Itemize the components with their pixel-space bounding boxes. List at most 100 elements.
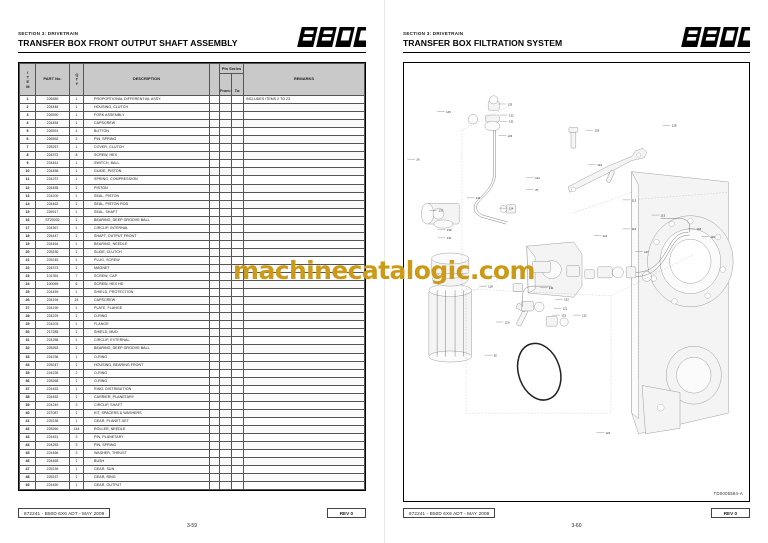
cell-to xyxy=(231,288,244,298)
projection-lines xyxy=(461,106,729,414)
cell-desc: SHAFT, OUTPUT FRONT xyxy=(83,231,210,241)
cell-desc: SHIELD, PROTECTION xyxy=(83,288,210,298)
cell-from xyxy=(219,457,232,467)
cell-desc: BUTTON xyxy=(83,127,210,137)
cell-sp xyxy=(209,344,220,354)
cell-part: 224228 xyxy=(35,368,70,378)
left-page-number: 3-59 xyxy=(186,523,197,529)
cell-to xyxy=(231,376,244,386)
cell-desc: CARRIER, PLANETARY xyxy=(83,392,210,402)
mounting-bracket xyxy=(568,147,648,193)
cell-part: 224456 xyxy=(35,167,70,177)
callout-132: 132 xyxy=(535,176,540,180)
cell-from xyxy=(219,231,232,241)
cell-part: 224200 xyxy=(35,191,70,201)
callout-26: 26 xyxy=(416,158,420,162)
cell-rem xyxy=(243,312,365,322)
parts-table-head: ITEM PART No. QTY DESCRIPTION Pin Series… xyxy=(19,63,365,96)
cell-rem xyxy=(243,408,365,418)
cell-from xyxy=(219,352,232,362)
cell-item: 42 xyxy=(19,424,36,434)
cell-to xyxy=(231,183,244,193)
cell-desc: PIN, SPRING xyxy=(83,441,210,451)
cell-desc: RING, DISTRIBUTION xyxy=(83,384,210,394)
cell-rem xyxy=(243,135,365,145)
cell-item: 20 xyxy=(19,247,36,257)
drawing-number: TD0005584-A xyxy=(713,491,743,496)
cell-from xyxy=(219,376,232,386)
cell-item: 39 xyxy=(19,400,36,410)
cell-from xyxy=(219,312,232,322)
cell-from xyxy=(219,481,232,491)
cell-qty: 1 xyxy=(69,473,84,483)
cell-from xyxy=(219,183,232,193)
cell-rem xyxy=(243,207,365,217)
cell-rem xyxy=(243,416,365,426)
cell-sp xyxy=(209,320,220,330)
callout-118: 118 xyxy=(697,227,702,231)
cell-from xyxy=(219,272,232,282)
cell-to xyxy=(231,457,244,467)
cell-sp xyxy=(209,231,220,241)
cell-part: 225230 xyxy=(35,247,70,257)
cell-sp xyxy=(209,191,220,201)
bell-logo xyxy=(290,26,366,48)
cell-item: 23 xyxy=(19,272,36,282)
cell-from xyxy=(219,424,232,434)
cell-from xyxy=(219,215,232,225)
cell-from xyxy=(219,255,232,265)
cell-from xyxy=(219,288,232,298)
cell-rem xyxy=(243,304,365,314)
cell-desc: KIT, SPACERS & WASHERS xyxy=(83,408,210,418)
